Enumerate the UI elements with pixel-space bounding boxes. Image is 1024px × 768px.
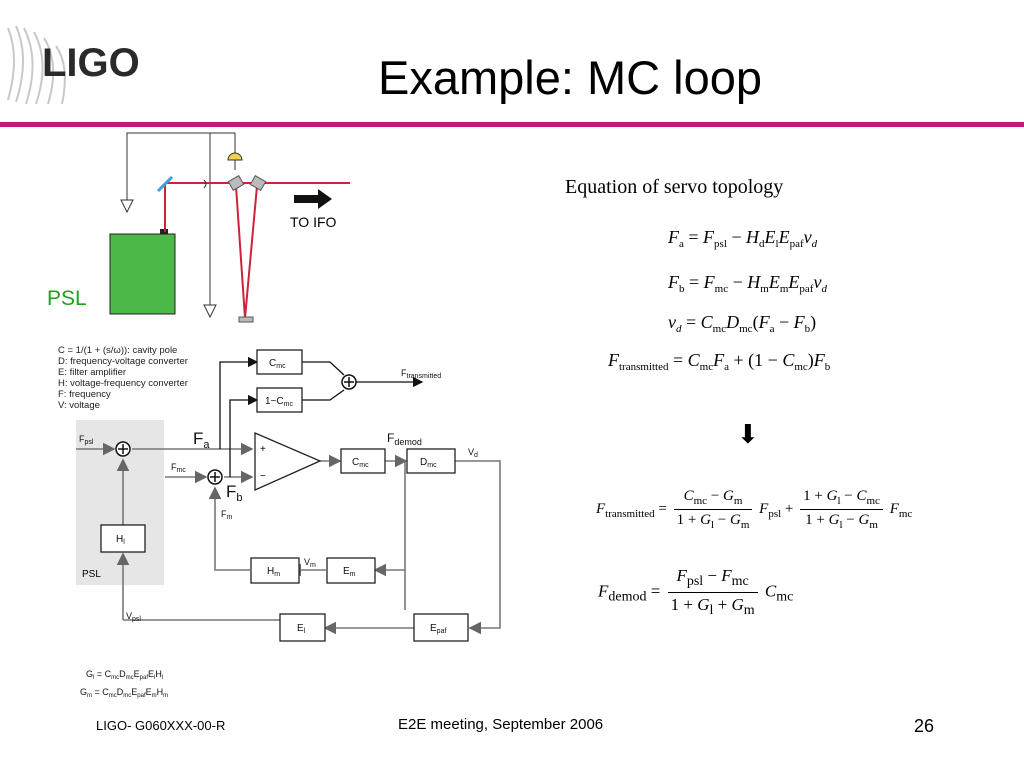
gain-definition-gm: Gm = CmcDmcEpafEmHm (80, 687, 168, 699)
svg-text:+: + (260, 444, 266, 455)
block-dmc (406, 448, 456, 474)
title-divider (0, 122, 1024, 127)
equations-intro: Equation of servo topology (565, 176, 784, 198)
block-cmc-top (256, 349, 303, 375)
differential-amplifier (254, 432, 322, 492)
label-ftransmitted: Ftransmitted (401, 368, 441, 380)
gain-definition-gl: Gl = CmcDmcEpafElHl (86, 669, 163, 681)
svg-text:Hm: Hm (267, 566, 280, 578)
logo-text: LIGO (42, 41, 140, 85)
down-arrow-icon: ⬇ (737, 420, 759, 449)
svg-text:Em: Em (343, 566, 356, 578)
servo-block-diagram: PSL (76, 349, 501, 699)
label-fm: Fm (221, 509, 233, 521)
svg-text:Cmc: Cmc (352, 457, 369, 469)
block-epaf (413, 613, 469, 642)
ligo-logo: LIGO (7, 25, 140, 105)
block-hm (250, 557, 300, 584)
svg-text:Epaf: Epaf (430, 623, 446, 635)
slide-title: Example: MC loop (378, 51, 762, 104)
sum-junction-mc (207, 469, 223, 485)
to-ifo-label: TO IFO (290, 214, 337, 230)
footer-document-id: LIGO- G060XXX-00-R (96, 718, 226, 733)
svg-text:1−Cmc: 1−Cmc (265, 396, 293, 408)
svg-text:El: El (297, 623, 306, 635)
label-fdemod: Fdemod (387, 431, 422, 447)
page-number: 26 (914, 716, 935, 736)
equation-ftransmitted: Ftransmitted = CmcFa + (1 − Cmc)Fb (608, 350, 831, 373)
label-fa: Fa (193, 429, 210, 451)
legend-item: C = 1/(1 + (s/ω)): cavity pole (58, 345, 178, 356)
sum-junction-psl (115, 441, 131, 457)
psl-laser-box (109, 233, 176, 315)
label-vm: Vm (304, 557, 316, 569)
label-fb: Fb (226, 482, 243, 504)
svg-text:Cmc: Cmc (269, 358, 286, 370)
block-one-minus-cmc (256, 387, 303, 413)
optical-layout: TO IFO (109, 132, 350, 323)
equation-vd: vd = CmcDmc(Fa − Fb) (668, 312, 817, 335)
to-ifo-arrow-icon (294, 189, 332, 209)
equation-fb: Fb = Fmc − HmEmEpafvd (668, 272, 827, 295)
sum-junction-transmitted (341, 374, 357, 390)
block-cmc (340, 448, 386, 474)
legend-item: V: voltage (58, 400, 100, 411)
block-em (326, 557, 376, 584)
block-el (279, 613, 326, 642)
label-fmc: Fmc (171, 462, 186, 474)
equation-fa: Fa = Fpsl − HdElEpafvd (668, 227, 818, 250)
label-fpsl: Fpsl (79, 434, 94, 446)
label-vd: Vd (468, 447, 478, 459)
footer-meeting: E2E meeting, September 2006 (398, 716, 604, 733)
psl-region-label: PSL (82, 569, 101, 580)
legend-item: D: frequency-voltage converter (58, 356, 188, 367)
psl-label: PSL (47, 287, 87, 310)
legend-item: H: voltage-frequency converter (58, 378, 188, 389)
svg-text:−: − (260, 471, 266, 482)
legend-item: F: frequency (58, 389, 111, 400)
symbol-legend: C = 1/(1 + (s/ω)): cavity pole D: freque… (58, 345, 188, 411)
legend-item: E: filter amplifier (58, 367, 127, 378)
svg-text:Dmc: Dmc (420, 457, 437, 469)
block-hl (100, 524, 146, 553)
svg-text:Hl: Hl (116, 534, 125, 546)
label-vpsl: Vpsl (126, 611, 141, 623)
